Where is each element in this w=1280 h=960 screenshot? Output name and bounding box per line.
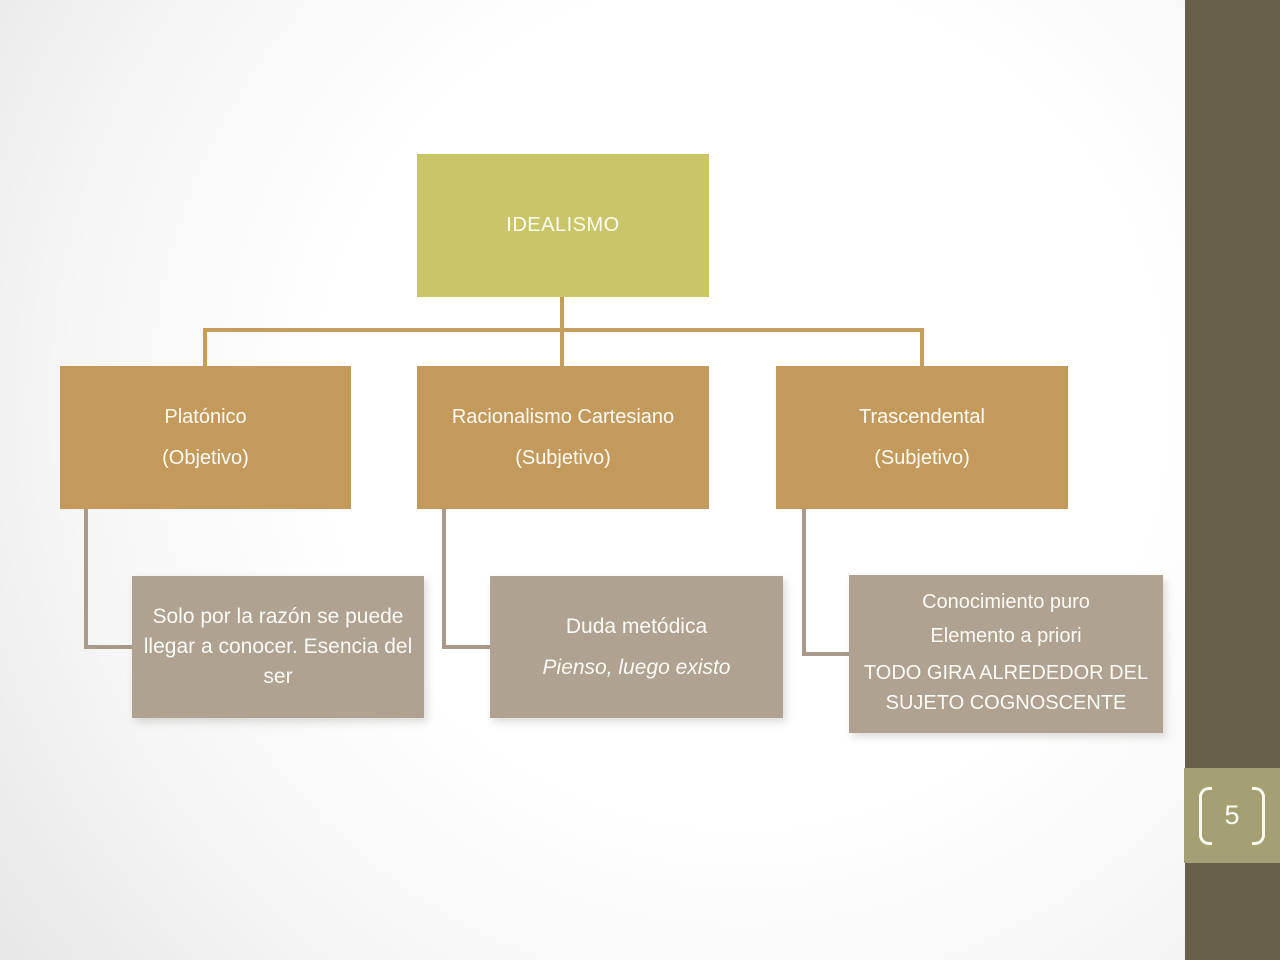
detail-trascendental-line1: Conocimiento puro [922,591,1090,613]
detail-trascendental: Conocimiento puro Elemento a priori TODO… [849,575,1163,733]
node-idealismo-label: IDEALISMO [506,214,620,236]
node-trascendental: Trascendental (Subjetivo) [776,366,1068,509]
elbow-right-vertical [802,509,806,656]
node-platonico-title: Platónico [164,406,247,428]
detail-trascendental-line2: Elemento a priori [930,625,1082,647]
page-number: 5 [1224,800,1240,830]
detail-platonico-text: Solo por la razón se puede llegar a cono… [143,605,413,688]
node-racionalismo-subtitle: (Subjetivo) [515,447,611,469]
node-racionalismo-title: Racionalismo Cartesiano [451,406,675,428]
connector-drop-left [203,328,207,366]
elbow-left-vertical [84,509,88,649]
detail-racionalismo-line1: Duda metódica [565,615,708,639]
node-trascendental-subtitle: (Subjetivo) [874,447,970,469]
elbow-left-horizontal [84,645,132,649]
connector-drop-right [920,328,924,366]
node-trascendental-title: Trascendental [859,406,985,428]
page-number-box: 5 [1184,768,1280,863]
node-idealismo: IDEALISMO [417,154,709,297]
node-racionalismo: Racionalismo Cartesiano (Subjetivo) [417,366,709,509]
node-platonico: Platónico (Objetivo) [60,366,351,509]
elbow-right-horizontal [802,652,849,656]
node-platonico-subtitle: (Objetivo) [162,447,249,469]
bracket-right-icon [1251,786,1265,845]
detail-trascendental-line3: TODO GIRA ALREDEDOR DEL SUJETO COGNOSCEN… [863,662,1149,714]
elbow-center-vertical [442,509,446,649]
connector-drop-center [560,330,564,366]
detail-racionalismo-line2: Pienso, luego existo [542,655,731,679]
bracket-left-icon [1199,786,1213,845]
detail-racionalismo: Duda metódica Pienso, luego existo [490,576,783,718]
elbow-center-horizontal [442,645,490,649]
detail-platonico: Solo por la razón se puede llegar a cono… [132,576,424,718]
connector-root-vertical [560,297,564,330]
